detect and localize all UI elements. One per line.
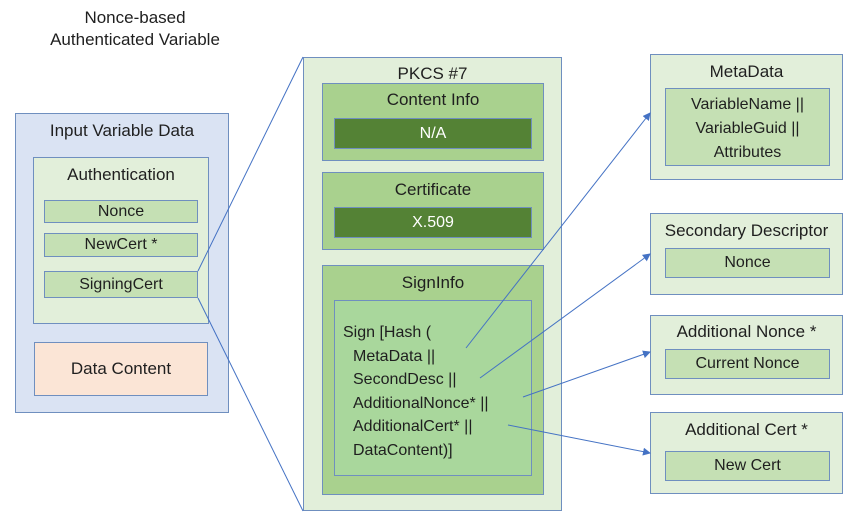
signinfo-line-datacontent: DataContent)] (353, 441, 453, 459)
additional-nonce-value: Current Nonce (665, 349, 830, 379)
signinfo-line-seconddesc: SecondDesc || (353, 371, 457, 388)
additional-cert-value-label: New Cert (714, 457, 781, 474)
arrow-metadata (465, 112, 651, 349)
certificate-title: Certificate (394, 180, 472, 199)
metadata-title: MetaData (709, 62, 784, 81)
additional-nonce-value-label: Current Nonce (695, 355, 800, 372)
signinfo-line-sign: Sign [Hash ( (343, 324, 432, 341)
signinfo-line-additionalcert: AdditionalCert* || (353, 418, 473, 435)
pkcs7-title: PKCS #7 (397, 64, 468, 83)
secondary-descriptor-title: Secondary Descriptor (664, 221, 829, 240)
auth-item-nonce-label: Nonce (97, 203, 145, 220)
diagram-caption: Nonce-based Authenticated Variable (20, 7, 250, 51)
data-content-label: Data Content (70, 359, 172, 378)
additional-cert-value: New Cert (665, 451, 830, 481)
secondary-descriptor-value-label: Nonce (724, 254, 771, 271)
caption-line-2: Authenticated Variable (50, 30, 220, 49)
content-info-value-label: N/A (419, 125, 447, 142)
auth-item-newcert: NewCert * (44, 233, 198, 257)
additional-nonce-title: Additional Nonce * (676, 322, 817, 341)
additional-cert-title: Additional Cert * (685, 420, 808, 439)
signinfo-line-metadata: MetaData || (353, 347, 436, 365)
auth-item-signingcert: SigningCert (44, 271, 198, 298)
caption-line-1: Nonce-based (84, 8, 186, 27)
auth-item-nonce: Nonce (44, 200, 198, 223)
signinfo-line-additionalnonce: AdditionalNonce* || (353, 394, 489, 412)
certificate-value-label: X.509 (412, 214, 454, 231)
data-content-box: Data Content (34, 342, 208, 396)
arrow-additional-cert (507, 424, 651, 456)
auth-item-signingcert-label: SigningCert (79, 276, 163, 293)
secondary-descriptor-value: Nonce (665, 248, 830, 278)
metadata-fields: VariableName || VariableGuid || Attribut… (665, 88, 830, 166)
metadata-line-variableguid: VariableGuid || (695, 120, 800, 137)
arrow-secondary-descriptor (479, 253, 651, 379)
metadata-line-variablename: VariableName || (691, 96, 804, 113)
certificate-value: X.509 (334, 207, 532, 238)
arrow-additional-nonce (522, 350, 651, 398)
auth-item-newcert-label: NewCert * (84, 236, 158, 253)
authentication-title: Authentication (67, 165, 175, 184)
signinfo-formula: Sign [Hash ( MetaData || SecondDesc || A… (334, 300, 532, 476)
expand-line-bottom (197, 297, 304, 512)
content-info-title: Content Info (386, 90, 480, 109)
content-info-value: N/A (334, 118, 532, 149)
metadata-line-attributes: Attributes (713, 144, 782, 161)
signinfo-title: SignInfo (401, 273, 465, 292)
expand-line-top (197, 56, 304, 272)
input-variable-data-title: Input Variable Data (49, 121, 195, 140)
